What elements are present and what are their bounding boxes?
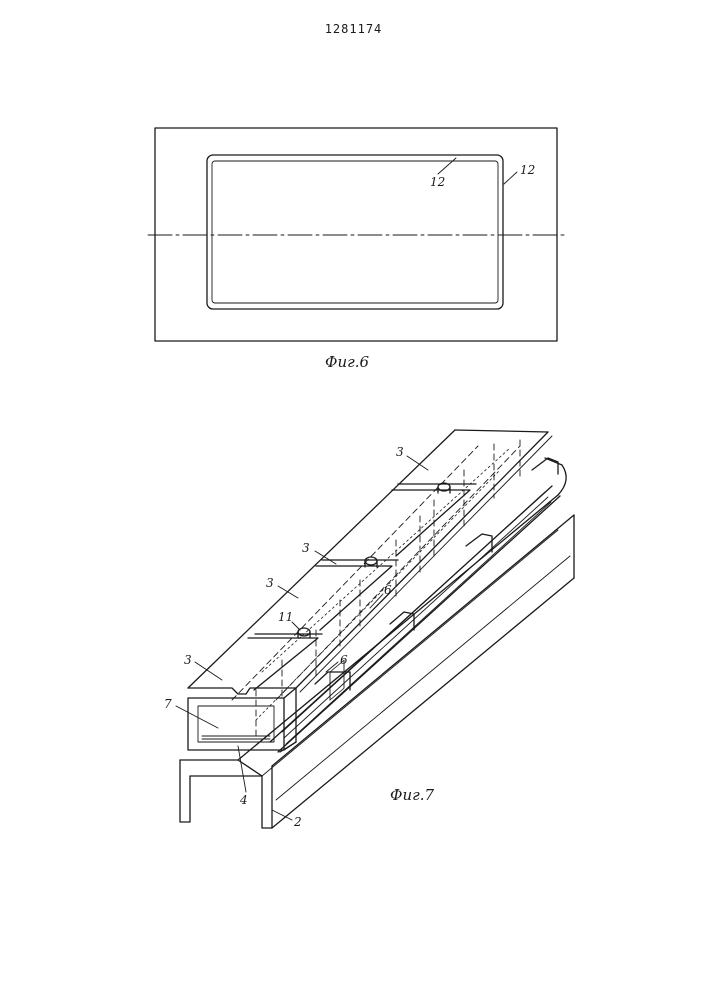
fig6-leader-inner: [438, 158, 456, 174]
fig7-label-cover-front: 3: [184, 653, 192, 667]
base-channel: [180, 458, 574, 828]
fig6-leader-outer: [504, 172, 517, 184]
hidden-lines: [232, 440, 520, 740]
fig7-label-fastener: 11: [278, 610, 293, 624]
fig6-frame-outer: [207, 155, 503, 309]
fig7-label-stack: 4: [239, 793, 248, 807]
fig6-label-outer: 12: [520, 163, 535, 177]
fig7-label-base-channel: 2: [293, 815, 302, 829]
side-plate-stack: [270, 458, 560, 752]
fig7-label-cover-top: 3: [396, 445, 404, 459]
figure-7: 3 3 3 3 11 6 6 7 4 2 Фиг.7: [164, 430, 574, 829]
fig7-label-cover-mid2: 3: [266, 576, 274, 590]
fig6-caption: Фиг.6: [325, 353, 369, 371]
fig7-label-partition-lower: 6: [340, 653, 348, 667]
fig7-caption: Фиг.7: [390, 786, 434, 804]
fig7-label-partition-upper: 6: [384, 583, 392, 597]
container-box: [188, 430, 552, 752]
fig6-frame-inner: [212, 161, 498, 303]
fig6-label-inner: 12: [430, 175, 445, 189]
fig7-label-cover-mid: 3: [302, 541, 310, 555]
figure-6: 12 12 Фиг.6: [148, 128, 565, 371]
fig7-label-front-panel: 7: [164, 697, 172, 711]
